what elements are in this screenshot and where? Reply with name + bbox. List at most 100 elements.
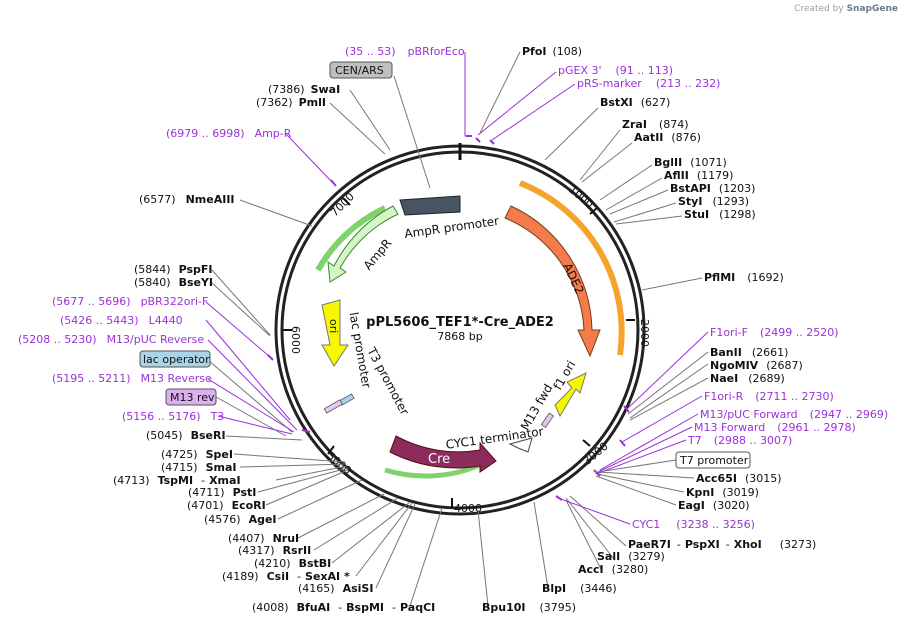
credit-prefix: Created by bbox=[794, 4, 844, 14]
primer-cyc1[interactable]: CYC1(3238 .. 3256) bbox=[632, 518, 755, 531]
leader-paer7i bbox=[569, 495, 627, 547]
leader-ecori bbox=[265, 469, 349, 506]
primer-pbr322ori-f[interactable]: (5677 .. 5696)pBR322ori-F bbox=[52, 295, 208, 308]
primer-line-pgex3 bbox=[477, 71, 557, 136]
site-bglii[interactable]: BglII(1071) bbox=[654, 156, 727, 169]
primer-m13-forward[interactable]: M13 Forward(2961 .. 2978) bbox=[694, 421, 856, 434]
leader-cen-ars bbox=[393, 75, 431, 189]
snapgene-credit: Created by SnapGene bbox=[794, 4, 898, 14]
site-banii[interactable]: BanII(2661) bbox=[710, 346, 788, 359]
leader-spei bbox=[233, 453, 346, 463]
leader-bstxi bbox=[544, 107, 599, 161]
cre-label: Cre bbox=[428, 452, 450, 467]
m13-rev-box[interactable] bbox=[165, 388, 217, 406]
t7-promoter-box[interactable] bbox=[675, 451, 751, 469]
site-paer7i-pspxi-xhoi[interactable]: PaeR7I-PspXI-XhoI(3273) bbox=[628, 538, 816, 551]
site-nmeaiii[interactable]: (6577)NmeAIII bbox=[139, 193, 235, 206]
site-rsrii[interactable]: (4317)RsrII bbox=[238, 544, 311, 557]
site-psti[interactable]: (4711)PstI bbox=[188, 486, 256, 499]
primer-amp-r[interactable]: (6979 .. 6998)Amp-R bbox=[166, 127, 292, 140]
leader-aatii bbox=[581, 142, 633, 183]
site-zrai[interactable]: ZraI(874) bbox=[622, 118, 689, 131]
mark-prs-marker bbox=[489, 139, 495, 145]
t7-promoter-label: T7 promoter bbox=[679, 454, 749, 467]
site-bstxi[interactable]: BstXI(627) bbox=[600, 96, 670, 109]
lac-operator-label: lac operator bbox=[143, 353, 210, 366]
site-ngomiv[interactable]: NgoMIV(2687) bbox=[710, 359, 803, 372]
site-csii-sexai[interactable]: (4189)CsiI-SexAI * bbox=[222, 570, 350, 583]
site-nrui[interactable]: (4407)NruI bbox=[228, 532, 299, 545]
lac-operator-box[interactable] bbox=[139, 350, 211, 368]
site-acci[interactable]: AccI(3280) bbox=[578, 563, 648, 576]
ade2-feature-arrow[interactable] bbox=[504, 205, 601, 358]
plasmid-size: 7868 bp bbox=[437, 330, 482, 343]
primer-m13-puc-reverse[interactable]: (5208 .. 5230)M13/pUC Reverse bbox=[18, 333, 204, 346]
site-bseri[interactable]: (5045)BseRI bbox=[146, 429, 226, 442]
primer-t3[interactable]: (5156 .. 5176)T3 bbox=[122, 410, 224, 423]
leader-bseri bbox=[225, 435, 303, 441]
site-aatii[interactable]: AatII(876) bbox=[634, 131, 701, 144]
mark-f1ori-r bbox=[619, 439, 626, 447]
site-naei[interactable]: NaeI(2689) bbox=[710, 372, 785, 385]
ampr-label: AmpR bbox=[361, 236, 395, 272]
site-agei[interactable]: (4576)AgeI bbox=[204, 513, 277, 526]
site-ecori[interactable]: (4701)EcoRI bbox=[187, 499, 266, 512]
site-smai[interactable]: (4715)SmaI bbox=[161, 461, 236, 474]
site-pspfi[interactable]: (5844)PspFI bbox=[134, 263, 212, 276]
primer-line-t7 bbox=[595, 439, 687, 475]
plasmid-name: pPL5606_TEF1*-Cre_ADE2 bbox=[366, 315, 554, 330]
site-aflii[interactable]: AflII(1179) bbox=[664, 169, 733, 182]
m13-fwd-feature[interactable] bbox=[540, 412, 555, 429]
site-stui[interactable]: StuI(1298) bbox=[684, 208, 756, 221]
site-pfoi[interactable]: PfoI(108) bbox=[522, 45, 582, 58]
primer-pbrforeco[interactable]: (35 .. 53)pBRforEco bbox=[345, 45, 465, 58]
site-bstapi[interactable]: BstAPI(1203) bbox=[670, 182, 755, 195]
m13-rev-feature[interactable] bbox=[323, 399, 343, 414]
site-pmli[interactable]: (7362)PmlI bbox=[256, 96, 326, 109]
site-bseyi[interactable]: (5840)BseYI bbox=[134, 276, 213, 289]
site-kpni[interactable]: KpnI(3019) bbox=[686, 486, 759, 499]
leader-pmli bbox=[329, 102, 386, 155]
primer-l4440[interactable]: (5426 .. 5443)L4440 bbox=[60, 314, 183, 327]
site-styi[interactable]: StyI(1293) bbox=[678, 195, 749, 208]
site-pflmi[interactable]: PflMI(1692) bbox=[704, 271, 784, 284]
leader-asisi bbox=[375, 503, 416, 589]
tick-mark-5000 bbox=[327, 445, 335, 455]
site-tspmi-xmai[interactable]: (4713)TspMI-XmaI bbox=[113, 474, 241, 487]
site-sali[interactable]: SalI(3279) bbox=[597, 550, 665, 563]
f1-ori-feature-arrow[interactable] bbox=[554, 372, 587, 418]
ori-feature-arrow[interactable] bbox=[321, 299, 349, 367]
leader-psti bbox=[257, 467, 349, 493]
primer-pgex3[interactable]: pGEX 3'(91 .. 113) bbox=[558, 64, 673, 77]
site-asisi[interactable]: (4165)AsiSI bbox=[298, 582, 373, 595]
primer-m13-reverse[interactable]: (5195 .. 5211)M13 Reverse bbox=[52, 372, 212, 385]
site-acc65i[interactable]: Acc65I(3015) bbox=[696, 472, 782, 485]
ampr-feature-arrow[interactable] bbox=[327, 205, 399, 283]
leader-bseyi bbox=[211, 282, 271, 337]
cre-feature-arrow[interactable] bbox=[389, 435, 497, 473]
site-bfuai-bspmi-paqci[interactable]: (4008)BfuAI-BspMI-PaqCI bbox=[252, 601, 435, 614]
leader-banii bbox=[627, 351, 709, 415]
tick-label-1000: 1000 bbox=[566, 183, 596, 211]
ade2-highlight bbox=[518, 180, 625, 356]
site-eagi[interactable]: EagI(3020) bbox=[678, 499, 749, 512]
primer-m13-puc-forward[interactable]: M13/pUC Forward(2947 .. 2969) bbox=[700, 408, 888, 421]
primer-line-cyc1 bbox=[557, 497, 631, 525]
tick-label-6000: 6000 bbox=[289, 326, 302, 354]
site-bpu10i[interactable]: Bpu10I(3795) bbox=[482, 601, 576, 614]
site-swai[interactable]: (7386)SwaI bbox=[268, 83, 340, 96]
site-spei[interactable]: (4725)SpeI bbox=[161, 448, 233, 461]
site-bstbi[interactable]: (4210)BstBI bbox=[254, 557, 331, 570]
snapgene-logo: SnapGene bbox=[846, 4, 898, 14]
cen-ars-box[interactable] bbox=[329, 61, 393, 79]
primer-f1ori-f[interactable]: F1ori-F(2499 .. 2520) bbox=[710, 326, 839, 339]
cyc1-terminator-feature[interactable] bbox=[508, 437, 533, 453]
primer-t7[interactable]: T7(2988 .. 3007) bbox=[687, 434, 792, 447]
primer-line-m13-forward bbox=[597, 426, 693, 473]
primer-prs-marker[interactable]: pRS-marker(213 .. 232) bbox=[577, 77, 720, 90]
primer-lines bbox=[205, 52, 709, 525]
primer-f1ori-r[interactable]: F1ori-R(2711 .. 2730) bbox=[704, 390, 834, 403]
site-blpi[interactable]: BlpI(3446) bbox=[542, 582, 617, 595]
leader-pfoi bbox=[479, 51, 521, 134]
ampr-promoter-feature[interactable] bbox=[399, 195, 461, 216]
